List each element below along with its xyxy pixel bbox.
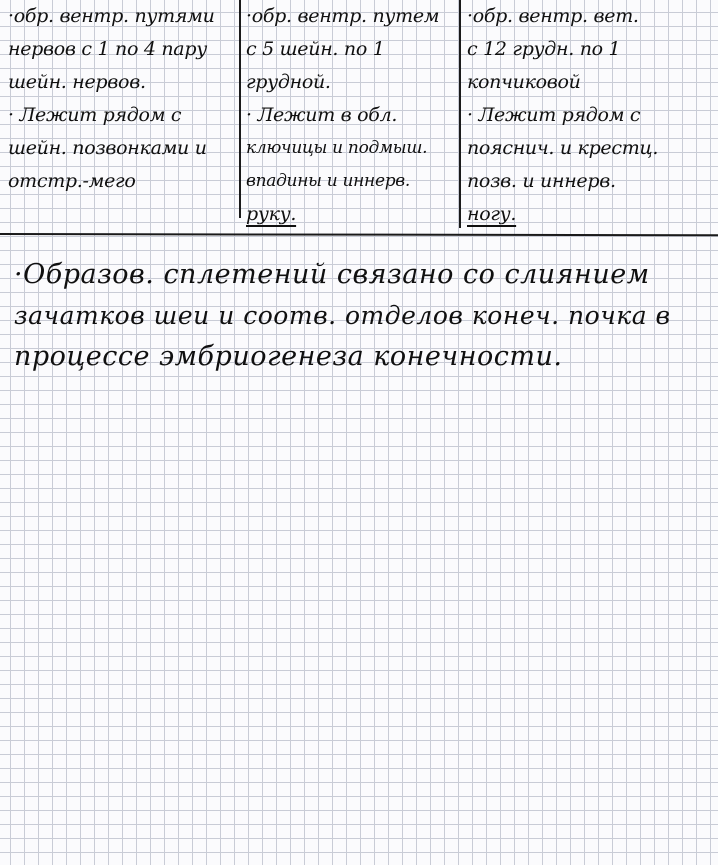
- column-2-notes: ·обр. вентр. путем с 5 шейн. по 1 грудно…: [246, 0, 456, 231]
- note-line: впадины и иннерв.: [246, 171, 410, 191]
- note-line: · Лежит в обл.: [246, 104, 398, 126]
- note-line: нервов с 1 по 4 пару: [8, 38, 207, 60]
- paragraph-line: ·Образов. сплетений связано со слиянием: [14, 259, 650, 290]
- note-line-underlined: руку.: [246, 203, 297, 225]
- note-line: ·обр. вентр. путем: [246, 5, 440, 27]
- bottom-paragraph: ·Образов. сплетений связано со слиянием …: [14, 254, 714, 377]
- note-line: грудной.: [246, 71, 331, 93]
- paragraph-line: зачатков шеи и соотв. отделов конеч. поч…: [14, 301, 671, 330]
- note-line: отстр.-мего: [8, 170, 136, 192]
- note-line: ·обр. вентр. путями: [8, 5, 215, 27]
- note-line: шейн. нервов.: [8, 71, 146, 93]
- note-line-underlined: ногу.: [467, 203, 517, 225]
- note-line: ·обр. вентр. вет.: [467, 5, 639, 27]
- column-divider-right: [459, 0, 461, 228]
- column-divider-left: [239, 0, 241, 218]
- column-1-notes: ·обр. вентр. путями нервов с 1 по 4 пару…: [8, 0, 236, 198]
- note-line: с 12 грудн. по 1: [467, 38, 621, 60]
- section-divider: [0, 233, 718, 237]
- note-line: шейн. позвонками и: [8, 137, 207, 159]
- paragraph-line: процессе эмбриогенеза конечности.: [14, 341, 563, 372]
- note-line: ключицы и подмыш.: [246, 138, 428, 158]
- note-line: позв. и иннерв.: [467, 170, 616, 192]
- note-line: с 5 шейн. по 1: [246, 38, 385, 60]
- column-3-notes: ·обр. вентр. вет. с 12 грудн. по 1 копчи…: [467, 0, 712, 231]
- note-line: копчиковой: [467, 71, 581, 93]
- note-line: пояснич. и крестц.: [467, 137, 659, 159]
- note-line: · Лежит рядом с: [8, 104, 182, 126]
- note-line: · Лежит рядом с: [467, 104, 641, 126]
